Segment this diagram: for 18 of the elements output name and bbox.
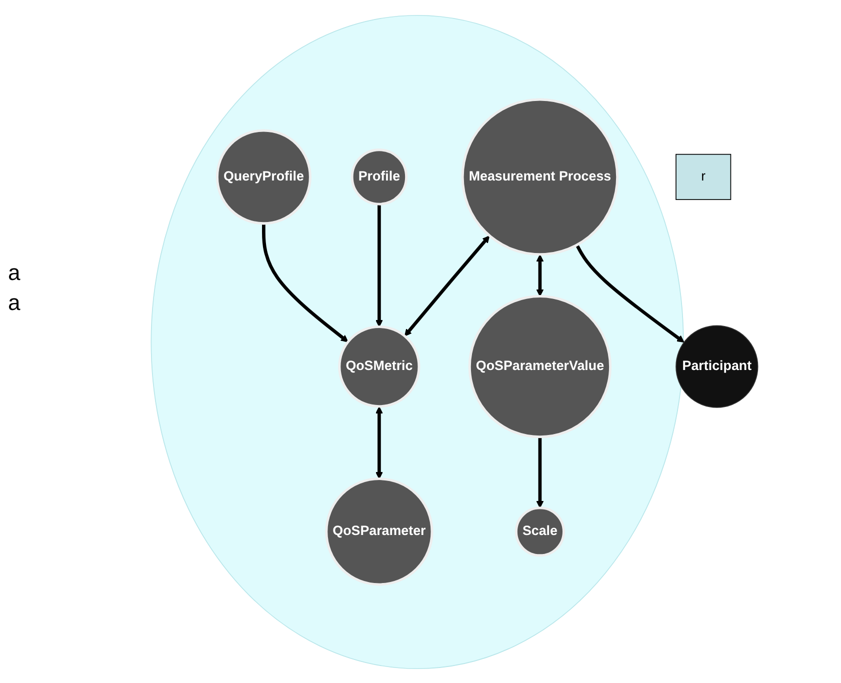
arrow bbox=[404, 235, 490, 336]
arrow bbox=[536, 436, 544, 508]
node-circle: Participant bbox=[676, 324, 758, 408]
node-circle: QoSParameter bbox=[325, 477, 434, 586]
text-fragment: a bbox=[8, 290, 22, 316]
node-circle: Scale bbox=[514, 506, 566, 556]
node-circle: QoSMetric bbox=[338, 325, 420, 408]
node-box: r bbox=[676, 153, 732, 200]
node-circle: QueryProfile bbox=[216, 128, 312, 224]
arrow bbox=[376, 406, 383, 479]
arrow bbox=[536, 254, 544, 296]
node-circle: Profile bbox=[350, 148, 408, 205]
arrow bbox=[262, 222, 348, 342]
node-circle: Measurement Process bbox=[461, 98, 619, 256]
node-circle: QoSParameterValue bbox=[468, 294, 612, 438]
text-fragment: a bbox=[8, 260, 22, 286]
arrow bbox=[376, 204, 383, 327]
arrow bbox=[575, 244, 684, 342]
